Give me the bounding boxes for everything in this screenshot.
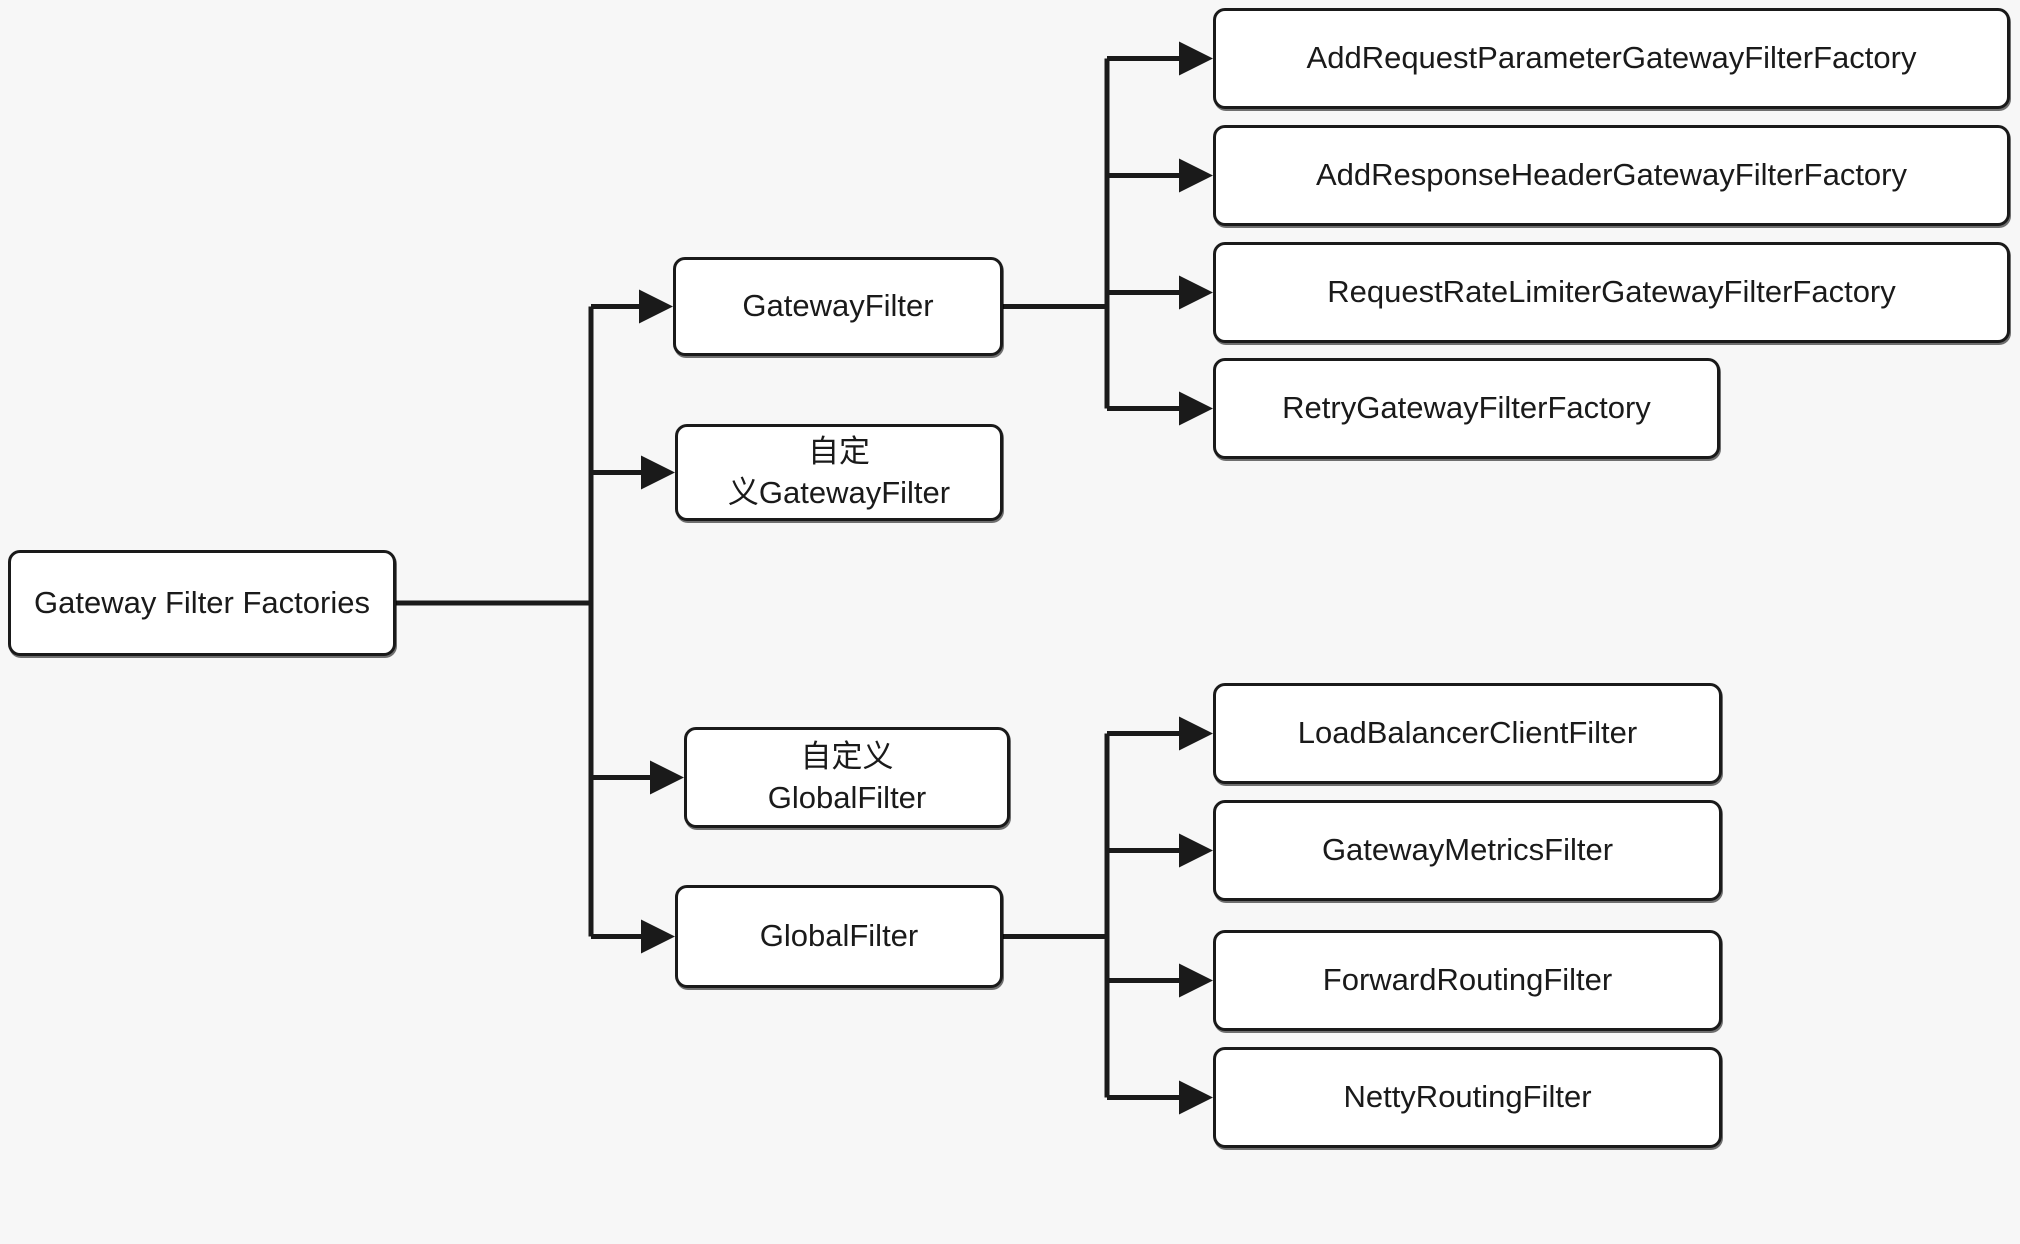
node-custom-gatewayfilter[interactable]: 自定 义GatewayFilter bbox=[675, 424, 1003, 521]
node-label-forward-routing: ForwardRoutingFilter bbox=[1322, 962, 1613, 998]
node-label-globalfilter: GlobalFilter bbox=[759, 918, 919, 954]
node-label-gatewayfilter: GatewayFilter bbox=[742, 288, 934, 324]
arrowhead-icon-root-to-gatewayfilter bbox=[639, 289, 673, 324]
arrowhead-icon-globalfilter-to-forward-routing bbox=[1179, 963, 1213, 998]
node-label-load-balancer-client: LoadBalancerClientFilter bbox=[1297, 715, 1638, 751]
arrowhead-icon-globalfilter-to-gateway-metrics bbox=[1179, 833, 1213, 868]
node-forward-routing[interactable]: ForwardRoutingFilter bbox=[1213, 930, 1722, 1031]
node-load-balancer-client[interactable]: LoadBalancerClientFilter bbox=[1213, 683, 1722, 784]
node-globalfilter[interactable]: GlobalFilter bbox=[675, 885, 1003, 988]
node-label-add-response-header: AddResponseHeaderGatewayFilterFactory bbox=[1316, 157, 1907, 193]
arrowhead-icon-globalfilter-to-netty-routing bbox=[1179, 1080, 1213, 1115]
edge-group-root bbox=[396, 289, 684, 954]
node-label-request-rate-limiter: RequestRateLimiterGatewayFilterFactory bbox=[1327, 274, 1896, 310]
arrowhead-icon-gatewayfilter-to-request-rate-limiter bbox=[1179, 275, 1213, 310]
node-gateway-metrics[interactable]: GatewayMetricsFilter bbox=[1213, 800, 1722, 901]
node-gatewayfilter[interactable]: GatewayFilter bbox=[673, 257, 1003, 356]
node-root[interactable]: Gateway Filter Factories bbox=[8, 550, 396, 656]
node-request-rate-limiter[interactable]: RequestRateLimiterGatewayFilterFactory bbox=[1213, 242, 2010, 343]
node-label-custom-gatewayfilter: 自定 义GatewayFilter bbox=[727, 433, 951, 510]
node-netty-routing[interactable]: NettyRoutingFilter bbox=[1213, 1047, 1722, 1148]
arrowhead-icon-root-to-globalfilter bbox=[641, 919, 675, 954]
arrowhead-icon-root-to-custom-gatewayfilter bbox=[641, 455, 675, 490]
arrowhead-icon-root-to-custom-globalfilter bbox=[650, 760, 684, 795]
node-add-request-parameter[interactable]: AddRequestParameterGatewayFilterFactory bbox=[1213, 8, 2010, 109]
edge-group-gatewayfilter bbox=[1003, 41, 1213, 426]
edge-group-globalfilter bbox=[1003, 716, 1213, 1115]
arrowhead-icon-gatewayfilter-to-add-response-header bbox=[1179, 158, 1213, 193]
node-retry-gateway-filter[interactable]: RetryGatewayFilterFactory bbox=[1213, 358, 1720, 459]
node-label-root: Gateway Filter Factories bbox=[34, 584, 370, 620]
arrowhead-icon-globalfilter-to-load-balancer-client bbox=[1179, 716, 1213, 751]
node-label-custom-globalfilter: 自定义 GlobalFilter bbox=[767, 738, 927, 815]
node-label-gateway-metrics: GatewayMetricsFilter bbox=[1321, 832, 1614, 868]
arrowhead-icon-gatewayfilter-to-add-request-parameter bbox=[1179, 41, 1213, 76]
node-label-retry-gateway-filter: RetryGatewayFilterFactory bbox=[1282, 390, 1651, 426]
node-add-response-header[interactable]: AddResponseHeaderGatewayFilterFactory bbox=[1213, 125, 2010, 226]
arrowhead-icon-gatewayfilter-to-retry-gateway-filter bbox=[1179, 391, 1213, 426]
node-label-netty-routing: NettyRoutingFilter bbox=[1343, 1079, 1592, 1115]
node-label-add-request-parameter: AddRequestParameterGatewayFilterFactory bbox=[1306, 40, 1917, 76]
node-custom-globalfilter[interactable]: 自定义 GlobalFilter bbox=[684, 727, 1010, 828]
